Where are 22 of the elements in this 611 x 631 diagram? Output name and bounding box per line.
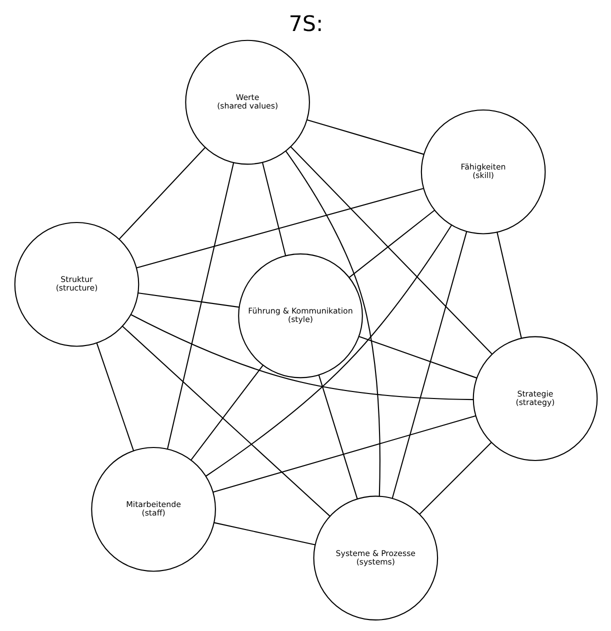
connector [212, 415, 476, 493]
connector [214, 522, 315, 546]
diagram-title: 7S: [288, 12, 323, 38]
connector [205, 224, 452, 477]
connector [96, 343, 134, 451]
connector [262, 162, 286, 256]
connector [418, 442, 492, 514]
connector [166, 162, 234, 449]
connector [136, 188, 423, 268]
connector [122, 326, 330, 517]
connector [391, 232, 467, 498]
connector [306, 119, 424, 155]
connector [348, 210, 434, 278]
connector [118, 147, 205, 240]
connector [496, 232, 522, 338]
connector [290, 146, 492, 354]
connector [130, 314, 473, 400]
connector [284, 150, 380, 496]
connector [138, 292, 239, 308]
connector [318, 374, 358, 499]
connector [190, 364, 263, 460]
connector [358, 336, 476, 378]
